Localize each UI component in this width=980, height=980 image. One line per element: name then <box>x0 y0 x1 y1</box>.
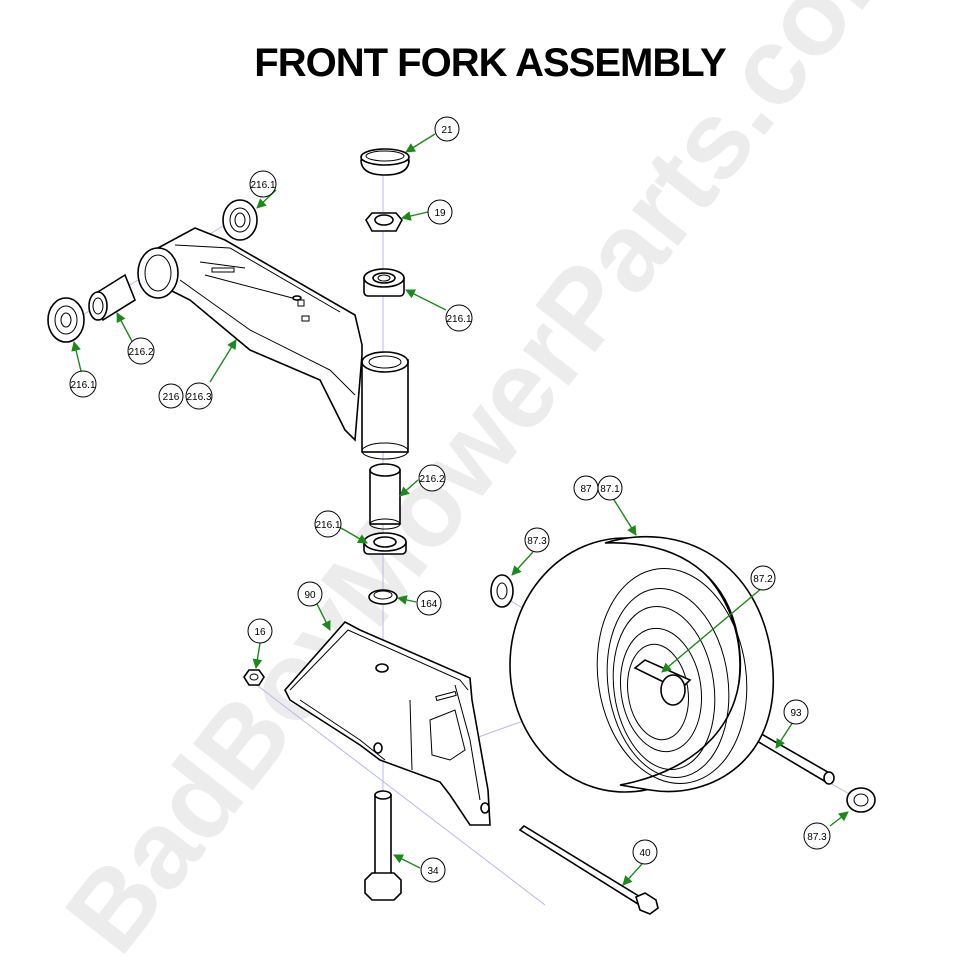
callout-34: 34 <box>420 857 446 883</box>
callout-216-1-low: 216.1 <box>314 510 342 538</box>
svg-text:216.1: 216.1 <box>250 180 275 191</box>
callout-216-1-top: 216.1 <box>249 170 277 198</box>
svg-text:216.3: 216.3 <box>186 392 211 403</box>
part-87-3-spacer-lower <box>846 787 876 813</box>
svg-text:216.2: 216.2 <box>128 347 153 358</box>
callout-21: 21 <box>434 116 460 142</box>
part-87-wheel <box>509 535 775 793</box>
callout-16: 16 <box>247 618 273 644</box>
part-216-1-bearing-left <box>47 297 85 343</box>
callout-216-1-mid: 216.1 <box>445 304 473 332</box>
callout-87-1: 87.1 <box>597 475 623 501</box>
svg-text:16: 16 <box>254 627 266 638</box>
part-216-1-bearing-arm <box>222 199 258 241</box>
svg-text:216.1: 216.1 <box>70 380 95 391</box>
page-title: FRONT FORK ASSEMBLY <box>254 41 727 85</box>
svg-text:216: 216 <box>163 392 180 403</box>
svg-text:87.1: 87.1 <box>600 484 620 495</box>
part-216-1-bearing-lower <box>363 532 407 555</box>
part-16-nut <box>243 669 265 686</box>
part-90-fork-bracket <box>284 620 491 826</box>
callout-87-2: 87.2 <box>750 565 776 591</box>
watermark-text: BadBoyMowerParts.com <box>42 0 937 975</box>
callout-87-3-top: 87.3 <box>524 527 550 553</box>
callout-216-1-left: 216.1 <box>69 370 97 398</box>
callout-164: 164 <box>416 590 442 616</box>
part-216-2-sleeve-vertical <box>369 463 401 530</box>
svg-text:21: 21 <box>441 125 453 136</box>
svg-text:34: 34 <box>427 866 439 877</box>
callout-87-3-bottom: 87.3 <box>803 822 831 850</box>
svg-text:19: 19 <box>434 208 446 219</box>
part-40-long-bolt <box>518 824 659 915</box>
callout-216: 216 <box>158 383 184 409</box>
svg-text:216.2: 216.2 <box>419 474 444 485</box>
callout-19: 19 <box>427 199 453 225</box>
svg-text:87.3: 87.3 <box>527 536 547 547</box>
callout-93: 93 <box>783 699 809 725</box>
callout-87: 87 <box>573 475 599 501</box>
callout-216-2-mid: 216.2 <box>418 464 446 492</box>
part-216-2-sleeve-left <box>88 273 136 322</box>
callout-40: 40 <box>632 839 658 865</box>
svg-text:90: 90 <box>304 590 316 601</box>
callout-216-3: 216.3 <box>185 382 213 410</box>
svg-text:87.3: 87.3 <box>807 832 827 843</box>
part-216-1-bearing-upper <box>363 268 405 297</box>
part-19-nut <box>365 212 403 232</box>
part-34-bolt <box>364 790 402 901</box>
svg-text:87: 87 <box>580 484 592 495</box>
svg-text:87.2: 87.2 <box>753 574 773 585</box>
part-87-3-spacer-upper <box>490 574 514 608</box>
part-21-cap <box>360 148 410 176</box>
svg-text:216.1: 216.1 <box>446 314 471 325</box>
svg-text:164: 164 <box>421 599 438 610</box>
svg-text:216.1: 216.1 <box>315 520 340 531</box>
callout-216-2-left: 216.2 <box>127 337 155 365</box>
svg-text:93: 93 <box>790 708 802 719</box>
svg-text:40: 40 <box>639 848 651 859</box>
part-164-washer <box>368 589 398 605</box>
part-216-fork-arm <box>137 227 409 460</box>
leader-lines <box>71 133 849 886</box>
callout-90: 90 <box>297 581 323 607</box>
